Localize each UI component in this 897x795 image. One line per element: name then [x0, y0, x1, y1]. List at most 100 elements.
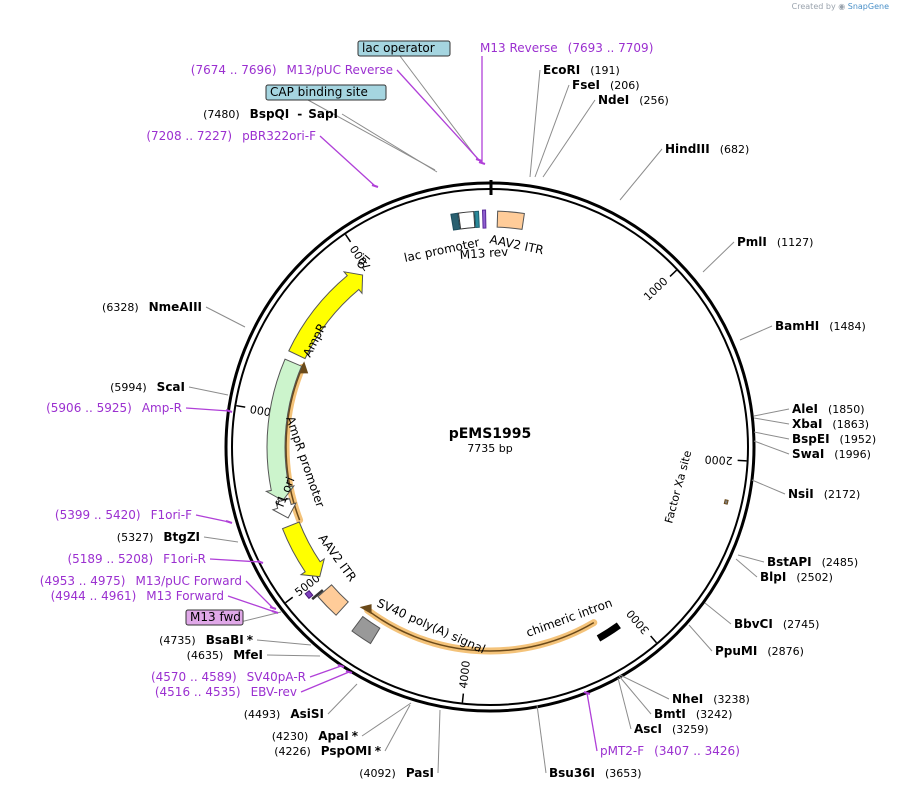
- leader-line: [396, 69, 480, 161]
- coords: (4735): [159, 634, 196, 647]
- feature-label-aav2-itr-left: AAV2 ITR: [316, 532, 360, 585]
- label-alei[interactable]: AleI(1850): [753, 402, 865, 417]
- label-text: BspEI(1952): [792, 432, 876, 446]
- label-bspei[interactable]: BspEI(1952): [753, 431, 876, 446]
- label-cap-binding-site[interactable]: CAP binding site: [265, 84, 436, 171]
- leader-line: [617, 677, 632, 730]
- sep: -: [297, 107, 302, 121]
- label-nmeaiii[interactable]: (6328)NmeAIII: [102, 300, 246, 328]
- feature-lac-promoter[interactable]: [457, 211, 476, 230]
- label-text: PmlI(1127): [737, 235, 813, 249]
- coords: (5906 .. 5925): [46, 401, 132, 415]
- leader-line: [188, 386, 229, 396]
- feature-factor-xa-site[interactable]: [723, 499, 729, 505]
- name: MfeI: [233, 648, 263, 662]
- label-f1ori-r[interactable]: (5189 .. 5208)F1ori-R: [67, 552, 264, 566]
- name: BsaBI: [206, 633, 244, 647]
- primer-binding-mark: [269, 606, 277, 610]
- coords: (2876): [767, 645, 804, 658]
- feature-m13-rev[interactable]: [481, 209, 487, 229]
- feature-f1-ori[interactable]: [281, 521, 326, 578]
- label-ebv-rev[interactable]: (4516 .. 4535)EBV-rev: [155, 670, 353, 699]
- label-text: (5994)ScaI: [110, 380, 185, 394]
- label-apai[interactable]: (4230)ApaI*: [272, 702, 412, 743]
- label-bsabi[interactable]: (4735)BsaBI*: [159, 633, 312, 647]
- leader-line: [529, 69, 541, 178]
- name: BmtI: [654, 707, 686, 721]
- feature-ampr[interactable]: [264, 358, 303, 502]
- name: M13 Reverse: [480, 41, 558, 55]
- label-xbai[interactable]: XbaI(1863): [753, 417, 869, 431]
- name: PasI: [406, 766, 434, 780]
- label-pmli[interactable]: PmlI(1127): [702, 235, 813, 273]
- label-swai[interactable]: SwaI(1996): [753, 440, 871, 461]
- label-m13-forward[interactable]: (4944 .. 4961)M13 Forward: [51, 589, 279, 614]
- name: BbvCI: [734, 617, 773, 631]
- feature-label-m13-rev: M13 rev: [459, 245, 508, 262]
- label-bstapi[interactable]: BstAPI(2485): [737, 554, 858, 569]
- label-blpi[interactable]: BlpI(2502): [735, 558, 833, 584]
- feature-cap-binding-site[interactable]: [450, 212, 461, 231]
- label-text: (4092)PasI: [359, 766, 434, 780]
- highlight-arrowhead: [359, 604, 372, 615]
- label-scai[interactable]: (5994)ScaI: [110, 380, 229, 396]
- label-amp-r[interactable]: (5906 .. 5925)Amp-R: [46, 401, 233, 415]
- label-pasi[interactable]: (4092)PasI: [359, 709, 441, 780]
- coords: (3653): [605, 767, 642, 780]
- label-ecori[interactable]: EcoRI(191): [529, 63, 620, 178]
- feature-sv40-poly-a-signal[interactable]: [351, 615, 381, 645]
- plasmid-name: pEMS1995: [449, 426, 532, 442]
- label-text: FseI(206): [572, 78, 640, 92]
- label-ndei[interactable]: NdeI(256): [542, 93, 669, 178]
- label-ppumi[interactable]: PpuMI(2876): [688, 624, 804, 658]
- label-bbvci[interactable]: BbvCI (2745): [704, 602, 820, 631]
- coords: (2745): [783, 618, 820, 631]
- feature-chimeric-intron[interactable]: [596, 622, 621, 642]
- feature-ampr-promoter[interactable]: [271, 498, 297, 519]
- label-hindiii[interactable]: HindIII(682): [619, 142, 749, 201]
- label-pbr322ori-f[interactable]: (7208 .. 7227)pBR322ori-F: [146, 129, 379, 188]
- label-pmt2-f[interactable]: pMT2-F(3407 .. 3426): [583, 691, 740, 758]
- label-bmti[interactable]: BmtI(3242): [618, 675, 732, 721]
- label-nhei[interactable]: NheI(3238): [619, 674, 750, 706]
- label-btgzi[interactable]: (5327)BtgZI: [117, 530, 239, 544]
- label-name: M13 fwd: [190, 610, 241, 624]
- label-sv40pa-r[interactable]: (4570 .. 4589)SV40pA-R: [151, 664, 345, 684]
- label-bamhi[interactable]: BamHI(1484): [739, 319, 866, 341]
- label-text: (4230)ApaI*: [272, 729, 359, 743]
- label-m13-reverse[interactable]: M13 Reverse(7693 .. 7709): [478, 41, 653, 165]
- label-text: (4226)PspOMI*: [274, 744, 382, 758]
- feature-ori[interactable]: [288, 271, 364, 360]
- feature-lac-operator[interactable]: [474, 210, 480, 228]
- coords: (206): [610, 79, 640, 92]
- feature-aav2-itr-left[interactable]: [317, 584, 349, 616]
- feature-aav2-itr-right[interactable]: [496, 210, 525, 230]
- label-asci[interactable]: AscI(3259): [617, 677, 709, 736]
- label-asisi[interactable]: (4493)AsiSI: [244, 683, 358, 721]
- label-m13-puc-reverse[interactable]: (7674 .. 7696)M13/pUC Reverse: [191, 63, 483, 162]
- label-mfei[interactable]: (4635)MfeI: [187, 648, 321, 662]
- label-lac-operator[interactable]: lac operator: [357, 40, 477, 158]
- label-text: (5327)BtgZI: [117, 530, 200, 544]
- label-nsii[interactable]: NsiI(2172): [751, 479, 860, 501]
- name: NheI: [672, 692, 703, 706]
- coords: (1127): [777, 236, 814, 249]
- brand-name: SnapGene: [847, 2, 889, 11]
- label-bsu36i[interactable]: Bsu36I(3653): [536, 704, 642, 780]
- tick-label: 4000: [457, 660, 473, 689]
- leader-line: [384, 704, 411, 752]
- name: F1ori-F: [151, 508, 192, 522]
- label-text: (4944 .. 4961)M13 Forward: [51, 589, 224, 603]
- plasmid-backbone: [224, 180, 756, 713]
- label-m13-puc-forward[interactable]: (4953 .. 4975)M13/pUC Forward: [40, 574, 277, 610]
- leader-line: [185, 407, 230, 412]
- name: EcoRI: [543, 63, 580, 77]
- leader-line: [536, 704, 547, 774]
- label-pspomi[interactable]: (4226)PspOMI*: [274, 704, 411, 758]
- label-fsei[interactable]: FseI(206): [534, 78, 640, 178]
- label-m13-fwd[interactable]: M13 fwd: [185, 609, 282, 626]
- label-bspqi-sapi[interactable]: (7480)BspQI-SapI: [203, 107, 438, 173]
- name: AscI: [634, 722, 662, 736]
- label-f1ori-f[interactable]: (5399 .. 5420)F1ori-F: [55, 508, 233, 524]
